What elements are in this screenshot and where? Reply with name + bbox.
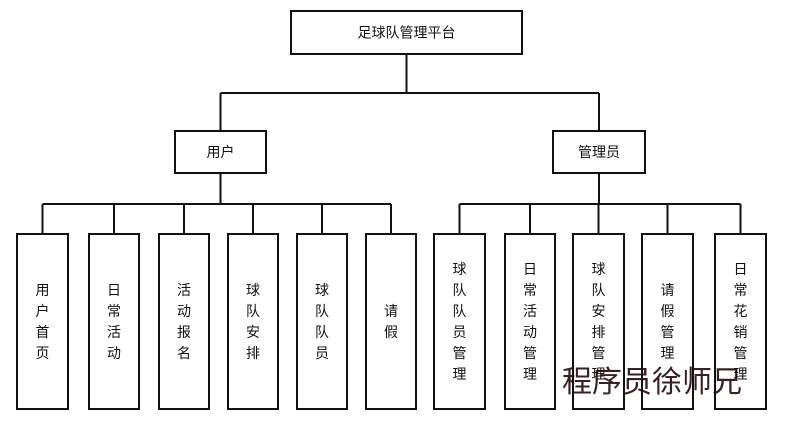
- leaf-node-0-3: [227, 233, 279, 410]
- branch-node-1: [552, 130, 646, 174]
- leaf-node-0-0: [16, 233, 69, 410]
- leaf-node-label-0-5: 请假: [384, 304, 398, 341]
- leaf-node-label-1-4: 日常花销管理: [734, 262, 748, 383]
- leaf-node-1-4: [714, 233, 767, 410]
- watermark-text: 程序员徐师兄: [562, 365, 742, 400]
- leaf-node-0-1: [88, 233, 140, 410]
- leaf-node-0-5: [365, 233, 417, 410]
- leaf-node-0-2: [158, 233, 210, 410]
- leaf-node-label-0-2: 活动报名: [177, 283, 191, 362]
- leaf-node-label-1-2: 球队安排管理: [592, 262, 606, 383]
- leaf-node-label-0-0: 用户首页: [36, 283, 50, 362]
- leaf-node-label-0-3: 球队安排: [246, 283, 260, 362]
- branch-node-label-1: 管理员: [578, 145, 620, 161]
- branch-node-0: [174, 130, 267, 174]
- leaf-node-1-3: [641, 233, 694, 410]
- connector-lines: [41, 54, 742, 234]
- leaf-node-label-0-4: 球队队员: [315, 283, 329, 362]
- leaf-node-1-1: [504, 233, 556, 410]
- root-node-label: 足球队管理平台: [358, 26, 456, 42]
- leaf-node-1-0: [433, 233, 486, 410]
- leaf-node-label-1-3: 请假管理: [661, 283, 675, 362]
- leaf-node-1-2: [572, 233, 625, 410]
- leaf-node-0-4: [296, 233, 348, 410]
- leaf-node-label-0-1: 日常活动: [107, 283, 121, 362]
- root-node: [290, 10, 523, 55]
- leaf-node-label-1-0: 球队队员管理: [453, 262, 467, 383]
- branch-node-label-0: 用户: [207, 144, 235, 161]
- leaf-node-label-1-1: 日常活动管理: [523, 262, 537, 383]
